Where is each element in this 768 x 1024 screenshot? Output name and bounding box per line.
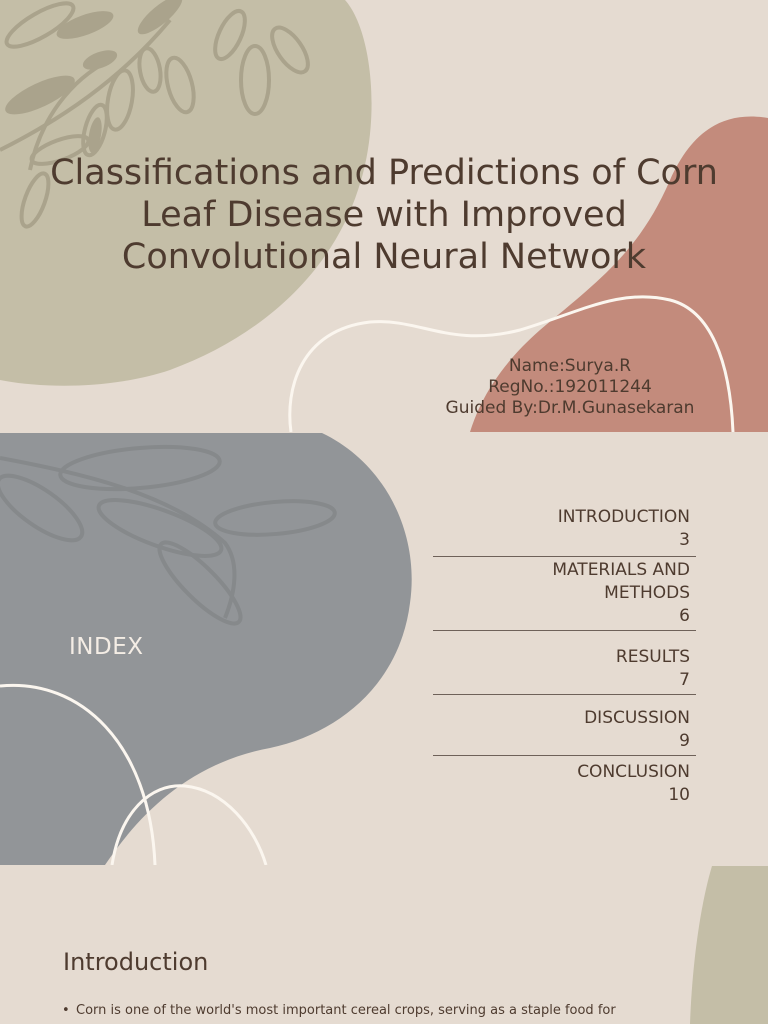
toc-item-conclusion[interactable]: CONCLUSION 10 bbox=[433, 756, 696, 807]
title-slide-background bbox=[0, 0, 768, 432]
bullet-dot: • bbox=[62, 1003, 70, 1018]
toc-item-page: 9 bbox=[679, 731, 690, 751]
toc-item-title: RESULTS bbox=[615, 647, 690, 667]
toc-item-discussion[interactable]: DISCUSSION 9 bbox=[433, 695, 696, 756]
guide-name: Guided By:Dr.M.Gunasekaran bbox=[445, 398, 695, 418]
toc-item-title: DISCUSSION bbox=[584, 708, 690, 728]
toc-item-title: CONCLUSION bbox=[577, 762, 690, 782]
presentation-title: Classifications and Predictions of Corn … bbox=[50, 153, 718, 277]
toc-item-page: 7 bbox=[679, 670, 690, 690]
toc-item-title: MATERIALS AND METHODS bbox=[552, 560, 690, 603]
toc-item-results[interactable]: RESULTS 7 bbox=[433, 631, 696, 695]
leaf-branch-icon bbox=[0, 1, 310, 229]
gray-blob-shape bbox=[0, 433, 412, 865]
toc-item-page: 3 bbox=[679, 530, 690, 550]
index-slide bbox=[0, 433, 768, 865]
wave-line-shape bbox=[288, 295, 735, 432]
arc-line-shape bbox=[0, 683, 157, 865]
rose-blob-shape bbox=[470, 116, 768, 432]
index-slide-background bbox=[0, 433, 412, 865]
title-slide: Classifications and Predictions of Corn … bbox=[0, 0, 768, 432]
toc-item-page: 6 bbox=[679, 606, 690, 626]
table-of-contents: INTRODUCTION 3 MATERIALS AND METHODS 6 R… bbox=[433, 505, 696, 807]
toc-item-materials-and-methods[interactable]: MATERIALS AND METHODS 6 bbox=[433, 557, 696, 631]
leaf-fill-icon bbox=[5, 0, 183, 153]
bullet-item: • Corn is one of the world's most importa… bbox=[62, 1002, 662, 1020]
arc-line-shape-small bbox=[110, 784, 268, 865]
bullet-text: Corn is one of the world's most importan… bbox=[76, 1003, 616, 1018]
registration-number: RegNo.:192011244 bbox=[488, 377, 652, 397]
olive-blob-shape bbox=[0, 0, 372, 386]
introduction-heading: Introduction bbox=[63, 948, 209, 976]
introduction-slide-background bbox=[690, 866, 768, 1024]
toc-item-title: INTRODUCTION bbox=[557, 507, 690, 527]
author-name: Name:Surya.R bbox=[508, 356, 632, 376]
toc-item-page: 10 bbox=[668, 785, 690, 805]
toc-item-introduction[interactable]: INTRODUCTION 3 bbox=[433, 505, 696, 557]
introduction-slide bbox=[0, 866, 768, 1024]
index-heading: INDEX bbox=[69, 634, 144, 660]
olive-blob-shape bbox=[690, 866, 768, 1024]
leaf-branch-icon bbox=[0, 444, 337, 626]
author-block: Name:Surya.R RegNo.:192011244 Guided By:… bbox=[400, 356, 740, 419]
